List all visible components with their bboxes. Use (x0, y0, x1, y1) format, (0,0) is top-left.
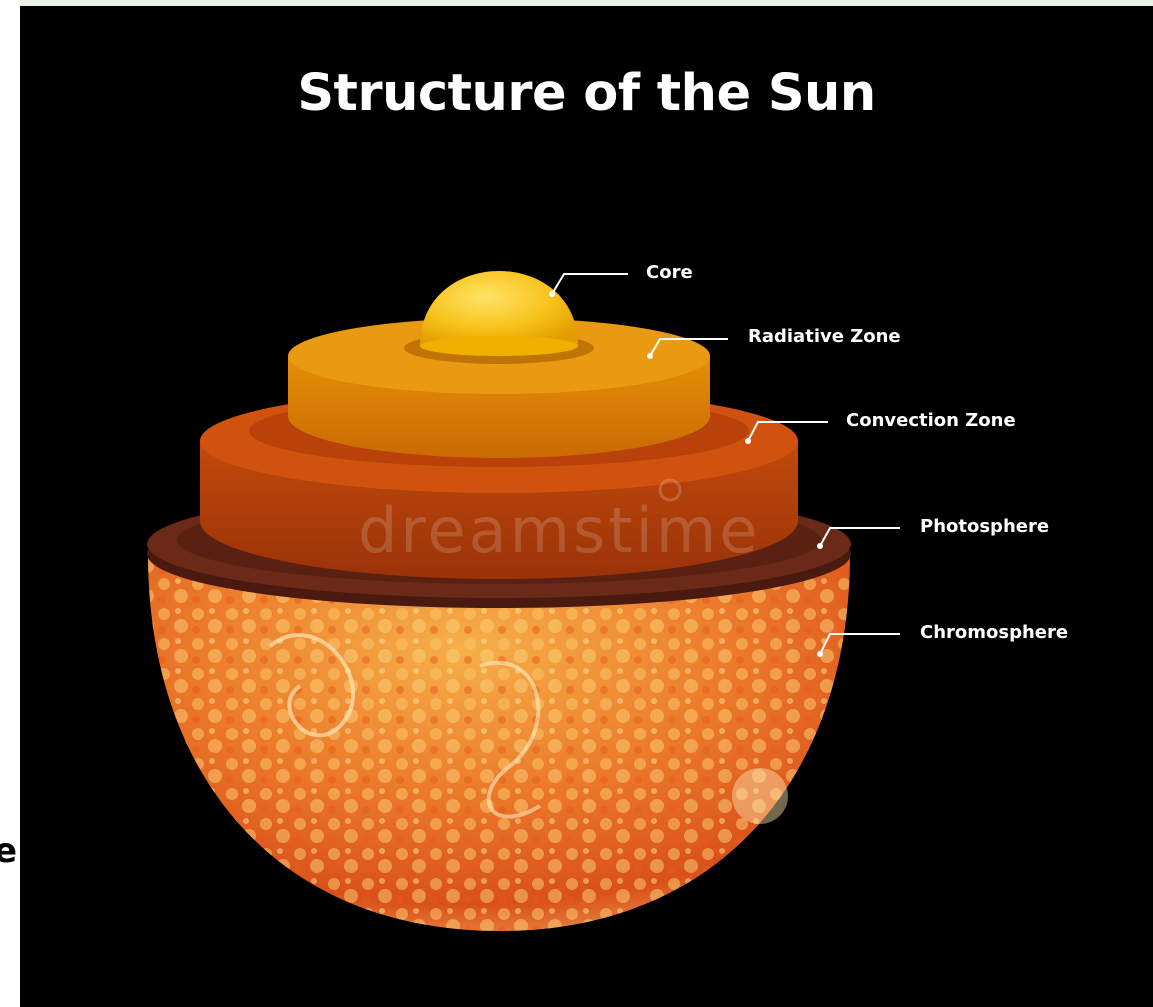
label-photosphere: Photosphere (920, 516, 1049, 537)
label-radiative-zone: Radiative Zone (748, 326, 901, 347)
core-leader-line (552, 274, 628, 294)
label-chromosphere: Chromosphere (920, 622, 1068, 643)
cropped-edge-text: e (0, 834, 17, 868)
label-core: Core (646, 262, 693, 283)
core-layer (420, 271, 578, 356)
chromosphere-layer (148, 554, 850, 931)
diagram-title: Structure of the Sun (20, 64, 1153, 123)
watermark-text: dreamstime (358, 494, 760, 567)
diagram-panel: Structure of the Sun dreamstime Core Rad… (20, 6, 1153, 1007)
label-convection-zone: Convection Zone (846, 410, 1016, 431)
